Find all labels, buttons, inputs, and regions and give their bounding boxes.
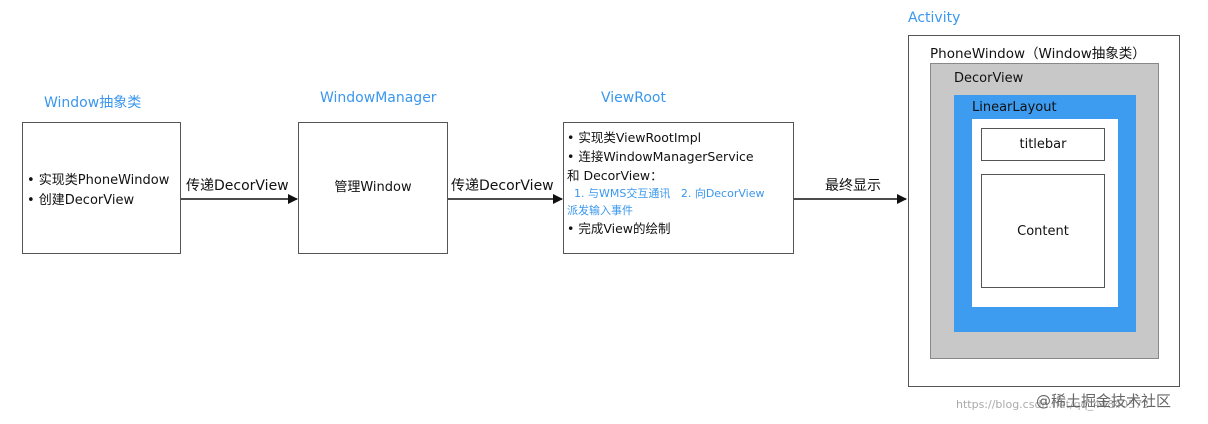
phone-window-box: PhoneWindow（Window抽象类） DecorView LinearL… <box>908 35 1180 387</box>
window-manager-title: WindowManager <box>320 90 437 106</box>
window-manager-text: 管理Window <box>334 180 412 195</box>
viewroot-line: • 实现类ViewRootImpl <box>567 130 702 145</box>
linear-layout-box: LinearLayout titlebar Content <box>954 95 1136 332</box>
edge-label-pass-decorview-2: 传递DecorView <box>451 178 554 194</box>
content-label: Content <box>1017 223 1069 239</box>
activity-title: Activity <box>908 10 961 26</box>
viewroot-line: • 连接WindowManagerService <box>567 149 754 164</box>
linear-layout-inner: titlebar Content <box>972 119 1118 307</box>
decor-view-box: DecorView LinearLayout titlebar Content <box>930 63 1159 359</box>
window-manager-box: 管理Window <box>298 122 448 254</box>
window-abstract-title: Window抽象类 <box>44 95 142 111</box>
titlebar-label: titlebar <box>1019 137 1067 152</box>
viewroot-line: • 完成View的绘制 <box>567 221 671 236</box>
linear-layout-label: LinearLayout <box>972 100 1057 115</box>
window-abstract-line: • 实现类PhoneWindow <box>27 173 170 188</box>
viewroot-line: 派发输入事件 <box>567 204 633 217</box>
window-abstract-line: • 创建DecorView <box>27 193 135 208</box>
titlebar-box: titlebar <box>981 128 1105 161</box>
content-box: Content <box>981 174 1105 288</box>
edge-label-pass-decorview-1: 传递DecorView <box>186 178 289 194</box>
viewroot-line: 1. 与WMS交互通讯 2. 向DecorView <box>567 187 765 200</box>
viewroot-title: ViewRoot <box>601 90 666 106</box>
window-abstract-box: • 实现类PhoneWindow • 创建DecorView <box>22 122 181 254</box>
watermark-url: https://blog.csdn.net/qq_44840572 <box>956 398 1150 411</box>
phone-window-label: PhoneWindow（Window抽象类） <box>930 46 1146 62</box>
viewroot-line: 和 DecorView： <box>567 168 663 183</box>
decor-view-label: DecorView <box>954 71 1024 86</box>
viewroot-box: • 实现类ViewRootImpl • 连接WindowManagerServi… <box>563 122 794 254</box>
watermark-brand: @稀土掘金技术社区 <box>1036 392 1172 410</box>
edge-label-final-display: 最终显示 <box>825 178 881 194</box>
